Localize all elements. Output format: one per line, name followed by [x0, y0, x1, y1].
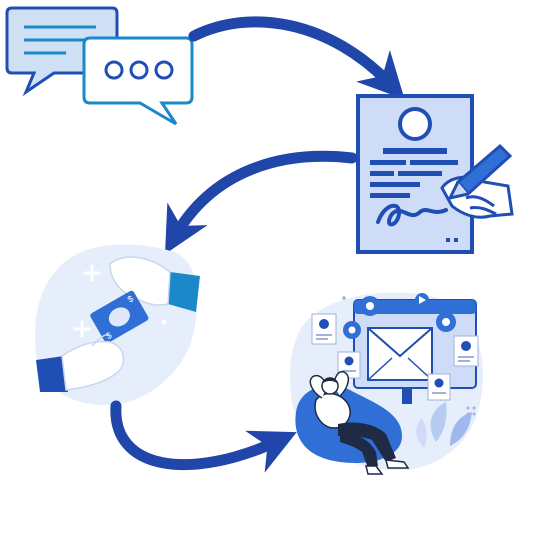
signed-contract-icon	[356, 94, 514, 254]
person-relaxing-with-email-icon	[290, 292, 483, 475]
arrow-payment-to-relax	[110, 400, 297, 473]
pen-hand-icon	[440, 143, 514, 219]
chat-bubbles-icon	[5, 6, 194, 126]
profile-card-icon	[427, 373, 451, 401]
arrow-contract-to-payment	[164, 150, 358, 255]
money-handover-icon: $ $	[35, 244, 200, 406]
person	[309, 370, 410, 475]
gear-icon	[343, 296, 456, 339]
money-symbol-top: $	[126, 293, 135, 304]
plant-icon	[416, 402, 472, 448]
play-icon	[415, 293, 429, 307]
profile-card-icon	[453, 335, 479, 367]
arrow-chat-to-contract	[188, 16, 405, 100]
profile-card-icon	[311, 313, 337, 345]
envelope-icon	[367, 327, 433, 381]
